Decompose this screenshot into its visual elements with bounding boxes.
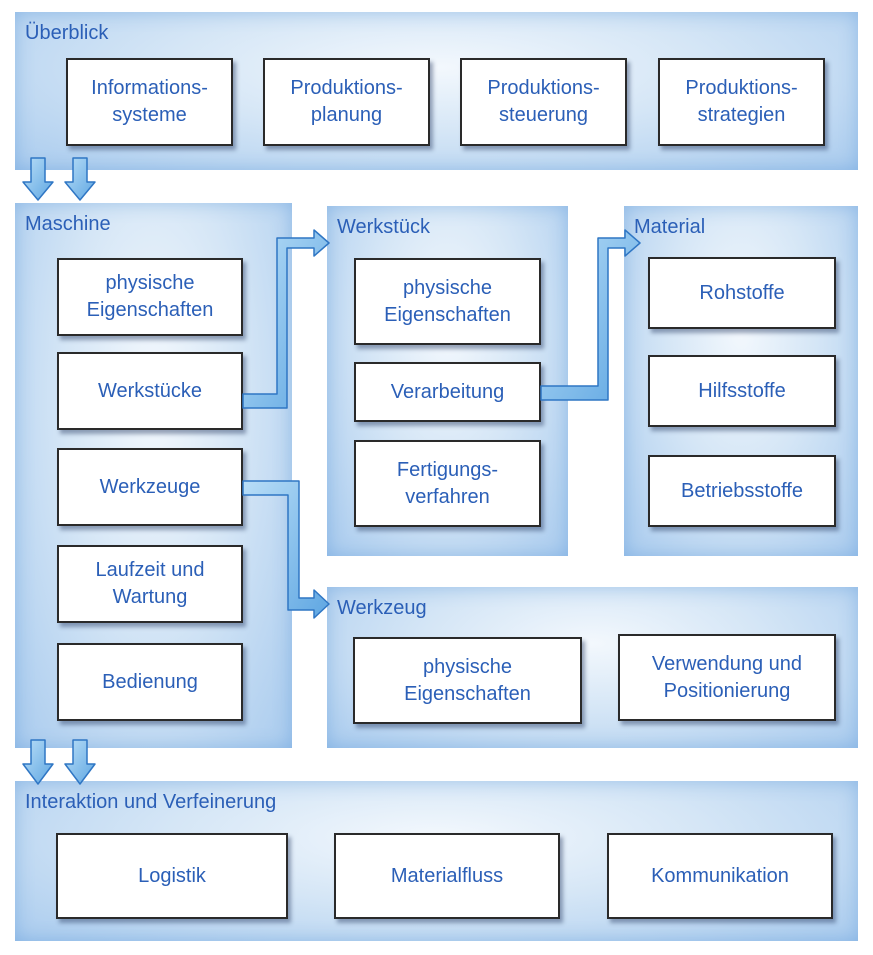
box-rohstoffe: Rohstoffe bbox=[648, 257, 836, 329]
box-fertigungsverfahren: Fertigungs- verfahren bbox=[354, 440, 541, 527]
box-werkzeuge: Werkzeuge bbox=[57, 448, 243, 526]
box-verwendung-positionierung: Verwendung und Positionierung bbox=[618, 634, 836, 721]
elbow-arrow-icon bbox=[242, 480, 330, 619]
box-workpiece-physische-eigenschaften: physische Eigenschaften bbox=[354, 258, 541, 345]
box-laufzeit-wartung: Laufzeit und Wartung bbox=[57, 545, 243, 623]
material-title: Material bbox=[634, 216, 706, 238]
box-machine-physische-eigenschaften: physische Eigenschaften bbox=[57, 258, 243, 336]
box-materialfluss: Materialfluss bbox=[334, 833, 560, 919]
down-arrow-icon bbox=[64, 739, 96, 785]
down-arrow-icon bbox=[64, 157, 96, 201]
interaction-title: Interaktion und Verfeinerung bbox=[25, 791, 277, 813]
tool-title: Werkzeug bbox=[337, 597, 427, 619]
overview-title: Überblick bbox=[25, 22, 109, 44]
box-verarbeitung: Verarbeitung bbox=[354, 362, 541, 422]
down-arrow-icon bbox=[22, 739, 54, 785]
box-hilfsstoffe: Hilfsstoffe bbox=[648, 355, 836, 427]
box-werkstuecke: Werkstücke bbox=[57, 352, 243, 430]
box-produktionsstrategien: Produktions- strategien bbox=[658, 58, 825, 146]
box-produktionsplanung: Produktions- planung bbox=[263, 58, 430, 146]
box-betriebsstoffe: Betriebsstoffe bbox=[648, 455, 836, 527]
elbow-arrow-icon bbox=[242, 229, 330, 409]
down-arrow-icon bbox=[22, 157, 54, 201]
elbow-arrow-icon bbox=[540, 229, 641, 401]
box-kommunikation: Kommunikation bbox=[607, 833, 833, 919]
box-produktionssteuerung: Produktions- steuerung bbox=[460, 58, 627, 146]
machine-title: Maschine bbox=[25, 213, 111, 235]
box-tool-physische-eigenschaften: physische Eigenschaften bbox=[353, 637, 582, 724]
box-logistik: Logistik bbox=[56, 833, 288, 919]
workpiece-title: Werkstück bbox=[337, 216, 430, 238]
box-bedienung: Bedienung bbox=[57, 643, 243, 721]
box-informationssysteme: Informations- systeme bbox=[66, 58, 233, 146]
